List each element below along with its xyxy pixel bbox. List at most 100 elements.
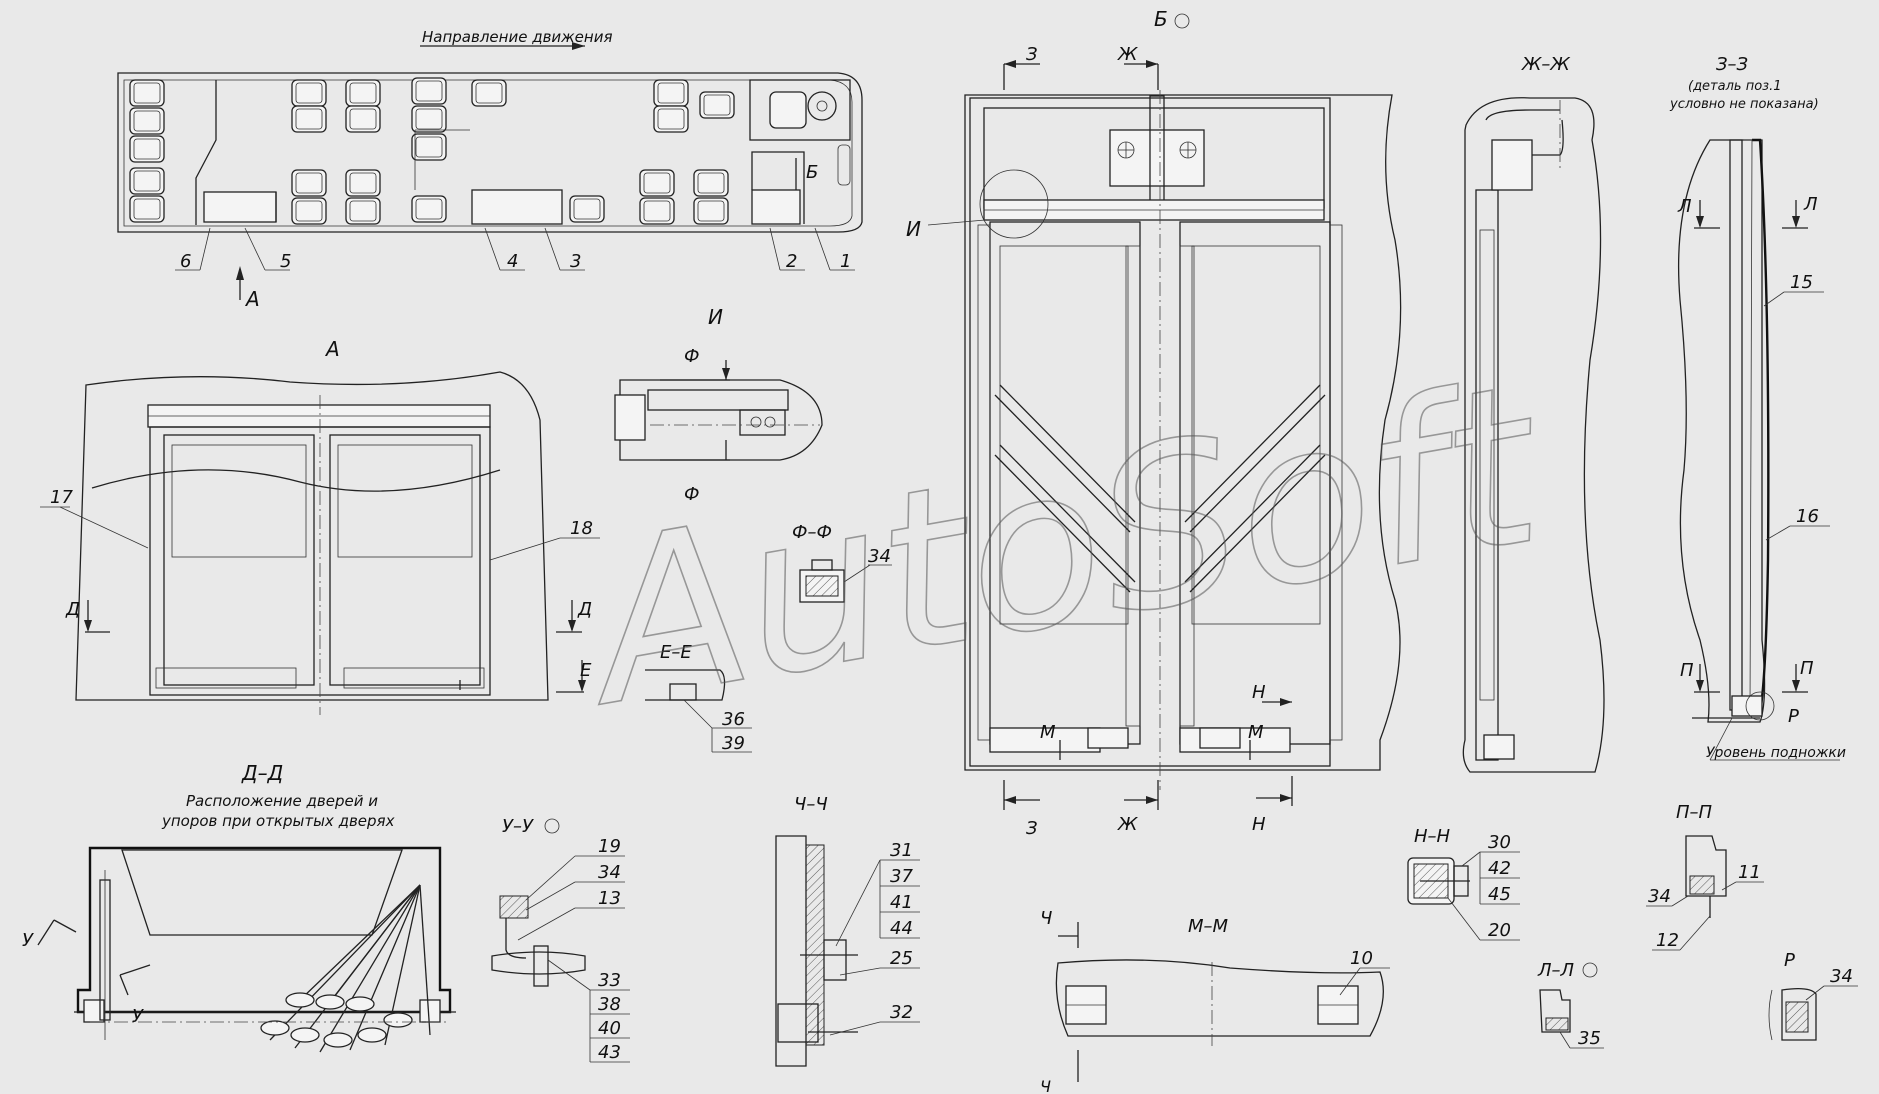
callout-17: 17 (50, 487, 73, 508)
ee-callout-36: 36 (722, 709, 745, 730)
section-mm: М–М Ч Ч 10 (1040, 908, 1390, 1094)
callout-3: 3 (570, 251, 581, 272)
cut-zh-bottom: Ж (1117, 814, 1138, 835)
cut-n-bottom: Н (1252, 814, 1266, 835)
watermark-logo: AutoSoft (563, 335, 1561, 755)
section-uu-title: У–У (502, 816, 534, 837)
pp-callout-11: 11 (1738, 862, 1761, 883)
cut-u-bottom: У (132, 1006, 144, 1027)
nn-callout-20: 20 (1488, 920, 1511, 941)
view-b-door-panel: Б (906, 7, 1402, 839)
section-nn-title: Н–Н (1414, 826, 1451, 847)
chch-callout-37: 37 (890, 866, 913, 887)
section-dd-subtitle-2: упоров при открытых дверях (161, 812, 395, 830)
cut-l-left: Л (1677, 196, 1692, 217)
section-ee-title: Е–Е (660, 642, 692, 663)
uu-callout-38: 38 (598, 994, 621, 1015)
view-a-arrow-label: А (244, 287, 260, 311)
callout-5: 5 (280, 251, 291, 272)
section-mm-title: М–М (1188, 916, 1229, 937)
callout-15: 15 (1790, 272, 1813, 293)
callout-4: 4 (507, 251, 518, 272)
chch-callout-31: 31 (890, 840, 913, 861)
section-ff: Ф–Ф 34 (792, 522, 892, 603)
door-stops-fan (260, 884, 431, 1053)
cut-f-top: Ф (684, 346, 700, 367)
cut-p-right: П (1800, 658, 1814, 679)
ff-callout-34: 34 (868, 546, 891, 567)
r-callout-34: 34 (1830, 966, 1853, 987)
detail-r-title: Р (1784, 950, 1795, 971)
nn-callout-45: 45 (1488, 884, 1511, 905)
uu-callout-19: 19 (598, 836, 621, 857)
section-zz-note-2: условно не показана) (1669, 97, 1819, 112)
detail-r: Р 34 (1768, 950, 1858, 1041)
detail-i-title: И (708, 305, 723, 329)
chch-callout-44: 44 (890, 918, 913, 939)
cut-zh-top: Ж (1117, 44, 1138, 65)
nn-callout-42: 42 (1488, 858, 1511, 879)
cut-ch-bottom: Ч (1040, 1077, 1051, 1094)
section-nn: Н–Н 30 42 45 20 (1407, 826, 1520, 941)
cut-e: Е (580, 660, 592, 681)
cut-l-right: Л (1803, 194, 1818, 215)
view-b-title: Б (1154, 7, 1168, 31)
cut-m-left: М (1040, 722, 1056, 743)
callout-16: 16 (1796, 506, 1819, 527)
mm-callout-10: 10 (1350, 948, 1373, 969)
detail-i-marker: И (906, 217, 921, 241)
callout-2: 2 (786, 251, 797, 272)
section-zhzh: Ж–Ж (1462, 54, 1605, 773)
chch-callout-25: 25 (890, 948, 913, 969)
section-ee: Е–Е 36 39 (645, 642, 752, 754)
callout-6: 6 (180, 251, 191, 272)
section-zz-note-1: (деталь поз.1 (1688, 79, 1781, 94)
section-ll-title: Л–Л (1537, 960, 1575, 981)
section-uu: У–У 19 34 13 33 38 40 43 (491, 816, 630, 1063)
uu-callout-34: 34 (598, 862, 621, 883)
section-pp: П–П 34 11 12 (1646, 802, 1764, 951)
callout-18: 18 (570, 518, 593, 539)
view-a-title: А (324, 337, 340, 361)
cut-d-left: Д (65, 599, 80, 620)
section-dd: Д–Д Расположение дверей и упоров при отк… (22, 761, 456, 1053)
cut-u-top: У (22, 930, 34, 951)
callout-1: 1 (840, 251, 851, 272)
cut-z-top: З (1026, 44, 1038, 65)
ll-callout-35: 35 (1578, 1028, 1601, 1049)
uu-callout-13: 13 (598, 888, 621, 909)
view-b-marker-plan: Б (806, 162, 818, 183)
cut-d-right: Д (577, 599, 592, 620)
section-ll: Л–Л 35 (1537, 960, 1604, 1049)
section-zz: З–З (деталь поз.1 условно не показана) Л… (1669, 54, 1846, 761)
cut-f-bottom: Ф (684, 484, 700, 505)
cut-z-bottom: З (1026, 818, 1038, 839)
detail-i: И Ф Ф (614, 305, 823, 505)
ee-callout-39: 39 (722, 733, 745, 754)
uu-callout-40: 40 (598, 1018, 621, 1039)
pp-callout-12: 12 (1656, 930, 1679, 951)
section-zz-title: З–З (1716, 54, 1749, 75)
detail-r-marker: Р (1788, 706, 1799, 727)
nn-callout-30: 30 (1488, 832, 1511, 853)
bus-plan-view: Направление движения (117, 28, 863, 311)
plan-callouts: 6 5 4 3 2 1 (175, 227, 855, 272)
section-pp-title: П–П (1676, 802, 1713, 823)
chch-callout-32: 32 (890, 1002, 913, 1023)
section-ff-title: Ф–Ф (792, 522, 832, 543)
section-zhzh-title: Ж–Ж (1521, 54, 1570, 75)
section-dd-subtitle-1: Расположение дверей и (186, 792, 378, 810)
section-dd-title: Д–Д (241, 761, 283, 785)
uu-callout-33: 33 (598, 970, 621, 991)
uu-callout-43: 43 (598, 1042, 621, 1063)
direction-of-travel-label: Направление движения (422, 28, 612, 46)
cut-p-left: П (1680, 660, 1694, 681)
pp-callout-34: 34 (1648, 886, 1671, 907)
view-a-door-elevation: А 17 18 Д Д Е (40, 337, 600, 715)
cut-n-side: Н (1252, 682, 1266, 703)
cut-ch-top: Ч (1040, 908, 1052, 929)
section-chch-title: Ч–Ч (794, 794, 828, 815)
bus-outline (117, 72, 863, 233)
step-level-label: Уровень подножки (1706, 745, 1846, 761)
